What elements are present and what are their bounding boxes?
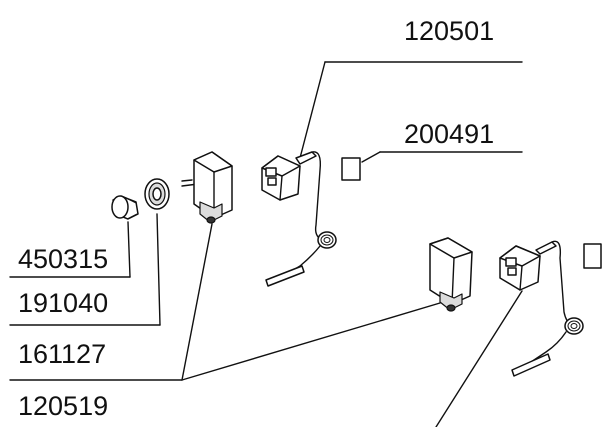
label-191040: 191040 — [18, 288, 108, 318]
leader-450315 — [9, 221, 131, 278]
capillary-thermostat-lower — [499, 240, 584, 377]
plate-200491 — [341, 157, 361, 181]
label-120519: 120519 — [18, 391, 108, 421]
thermostat-body-left — [181, 151, 233, 224]
leader-161127 — [9, 223, 451, 381]
capillary-thermostat-upper — [261, 151, 337, 287]
label-120501: 120501 — [404, 16, 494, 46]
leader-120519 — [435, 290, 523, 427]
label-450315: 450315 — [18, 244, 108, 274]
leader-200491 — [361, 151, 523, 163]
label-161127: 161127 — [18, 339, 106, 369]
thermostat-body-right — [429, 237, 473, 312]
label-200491: 200491 — [404, 119, 494, 149]
leader-120501 — [299, 61, 523, 159]
plate-lower — [583, 243, 602, 269]
knob-part — [111, 195, 139, 220]
leader-191040 — [9, 213, 161, 326]
washer-part — [144, 178, 170, 210]
